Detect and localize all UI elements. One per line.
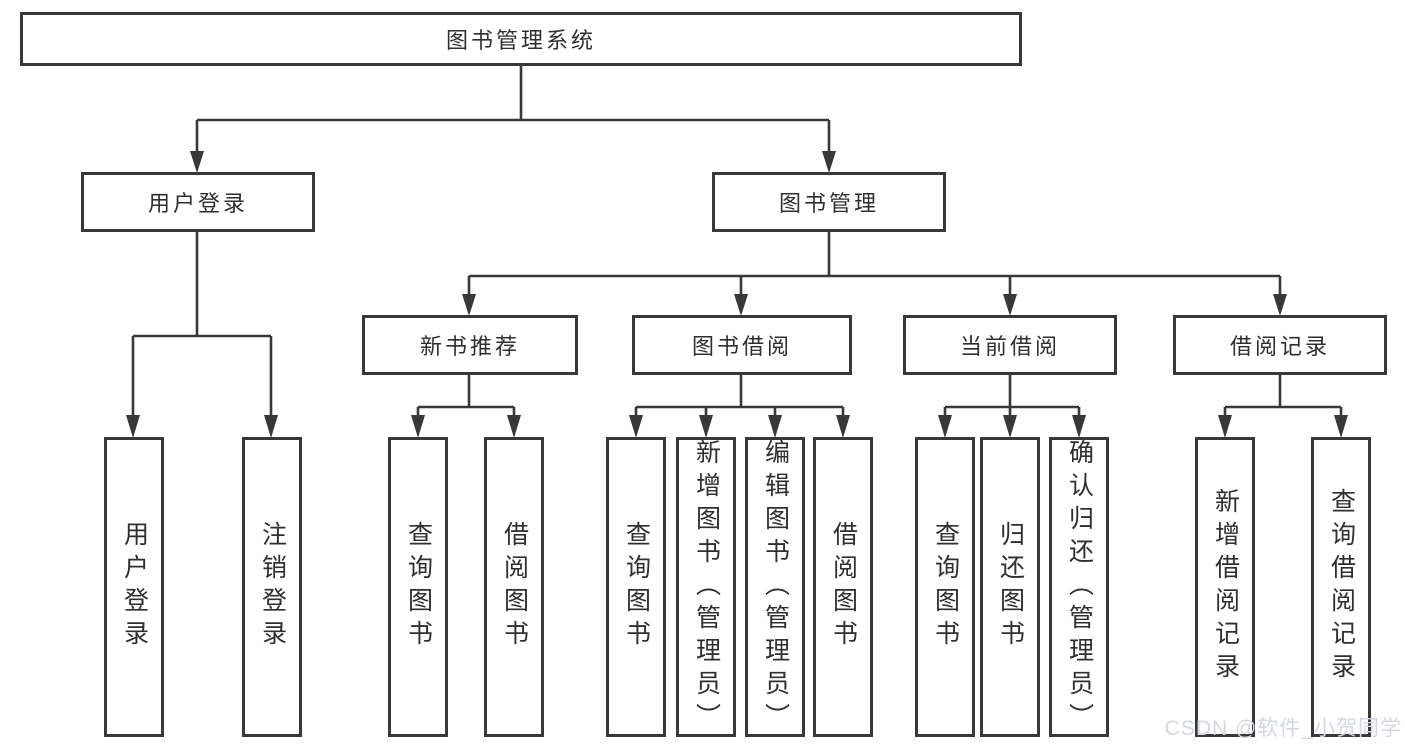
leaf-confirm-return-admin: 确认归还（管理员） xyxy=(1049,437,1109,737)
node-label: 借阅记录 xyxy=(1229,334,1330,359)
node-system-root: 图书管理系统 xyxy=(20,12,1022,66)
connector-borrow-to-leaves xyxy=(634,375,845,417)
connector-bookmgmt-to-level2 xyxy=(467,232,1282,295)
leaf-query-books-current: 查询图书 xyxy=(915,437,975,737)
node-user-login: 用户登录 xyxy=(81,172,315,232)
leaf-query-books-borrow: 查询图书 xyxy=(606,437,666,737)
node-label: 图书管理系统 xyxy=(445,28,596,53)
leaf-label: 编辑图书（管理员） xyxy=(761,438,790,736)
node-label: 图书管理 xyxy=(778,191,879,216)
leaf-borrow-books: 借阅图书 xyxy=(813,437,873,737)
csdn-watermark: CSDN @软件_小贺同学 xyxy=(1164,717,1402,740)
leaf-label: 查询图书 xyxy=(404,521,433,653)
leaf-edit-books-admin: 编辑图书（管理员） xyxy=(745,437,805,737)
connector-newbooks-to-leaves xyxy=(416,375,516,417)
leaf-query-books-recommend: 查询图书 xyxy=(388,437,448,737)
node-new-book-recommend: 新书推荐 xyxy=(362,315,578,375)
leaf-user-login: 用户登录 xyxy=(104,437,164,737)
node-book-management: 图书管理 xyxy=(712,172,946,232)
leaf-label: 归还图书 xyxy=(996,521,1025,653)
leaf-add-books-admin: 新增图书（管理员） xyxy=(676,437,736,737)
connector-records-to-leaves xyxy=(1223,375,1343,417)
node-label: 当前借阅 xyxy=(959,334,1060,359)
leaf-label: 借阅图书 xyxy=(829,521,858,653)
node-book-borrow: 图书借阅 xyxy=(632,315,852,375)
leaf-label: 查询借阅记录 xyxy=(1327,488,1356,686)
leaf-label: 用户登录 xyxy=(120,521,149,653)
leaf-label: 新增图书（管理员） xyxy=(692,438,721,736)
node-current-borrow: 当前借阅 xyxy=(903,315,1117,375)
leaf-label: 查询图书 xyxy=(931,521,960,653)
node-label: 用户登录 xyxy=(147,191,248,216)
leaf-label: 注销登录 xyxy=(258,521,287,653)
leaf-label: 借阅图书 xyxy=(500,521,529,653)
connector-current-to-leaves xyxy=(943,375,1081,417)
leaf-label: 确认归还（管理员） xyxy=(1065,438,1094,736)
leaf-label: 新增借阅记录 xyxy=(1211,488,1240,686)
connector-root-to-level1 xyxy=(195,66,831,153)
leaf-return-books: 归还图书 xyxy=(980,437,1040,737)
leaf-query-borrow-record: 查询借阅记录 xyxy=(1311,437,1371,737)
leaf-add-borrow-record: 新增借阅记录 xyxy=(1195,437,1255,737)
node-label: 新书推荐 xyxy=(419,334,520,359)
connector-userlogin-to-leaves xyxy=(131,232,273,417)
leaf-logout: 注销登录 xyxy=(242,437,302,737)
leaf-borrow-books-recommend: 借阅图书 xyxy=(484,437,544,737)
node-label: 图书借阅 xyxy=(691,334,792,359)
leaf-label: 查询图书 xyxy=(622,521,651,653)
node-borrow-records: 借阅记录 xyxy=(1173,315,1387,375)
